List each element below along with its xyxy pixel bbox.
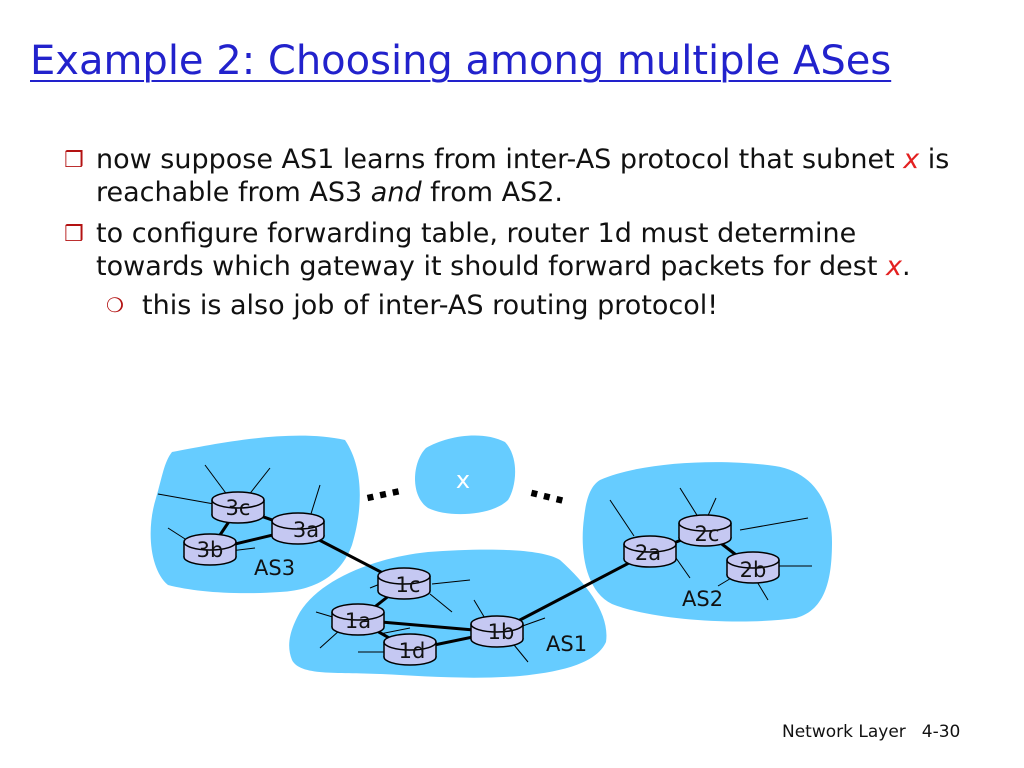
subnet-x-label: x (456, 466, 470, 494)
subnet-x-var: x (903, 144, 920, 175)
router-1b: 1b (470, 615, 524, 648)
router-label-2b: 2b (740, 558, 767, 582)
ellipsis-left: ... (358, 463, 404, 510)
router-1a: 1a (331, 603, 385, 636)
router-label-3a: 3a (293, 518, 319, 542)
subnet-x-cloud (415, 435, 516, 515)
router-label-1c: 1c (396, 573, 421, 597)
router-1d: 1d (383, 633, 437, 666)
router-2a: 2a (623, 535, 677, 568)
router-label-3c: 3c (226, 496, 251, 520)
bullet-list: ❒ now suppose AS1 learns from inter-AS p… (64, 143, 964, 330)
square-bullet-icon: ❒ (64, 222, 84, 247)
sub-bullet-item-1: ❍ this is also job of inter-AS routing p… (106, 290, 719, 321)
router-1c: 1c (377, 567, 431, 600)
slide-footer: Network Layer 4-30 (782, 722, 976, 742)
router-2c: 2c (678, 514, 732, 547)
ellipsis-right: ... (525, 465, 572, 513)
router-2b: 2b (726, 551, 780, 584)
router-label-2c: 2c (695, 522, 720, 546)
circle-bullet-icon: ❍ (106, 293, 124, 317)
footer-section: Network Layer (782, 722, 906, 742)
bullet-item-2: ❒ to configure forwarding table, router … (64, 218, 911, 282)
as1-label: AS1 (546, 632, 587, 656)
router-label-3b: 3b (197, 538, 224, 562)
router-3a: 3a (271, 512, 325, 545)
page-number: 4-30 (921, 722, 961, 742)
routers: 3c 3a 3b 1c (183, 491, 780, 666)
as1-cloud (289, 549, 607, 678)
subnet-x-var: x (886, 251, 902, 282)
router-3b: 3b (183, 533, 237, 566)
router-label-1d: 1d (399, 639, 426, 663)
bullet-item-1: ❒ now suppose AS1 learns from inter-AS p… (64, 144, 950, 208)
as2-label: AS2 (682, 587, 723, 611)
square-bullet-icon: ❒ (64, 148, 84, 173)
as3-label: AS3 (254, 556, 295, 580)
router-label-1b: 1b (488, 620, 515, 644)
slide-title: Example 2: Choosing among multiple ASes (30, 38, 892, 84)
router-3c: 3c (211, 491, 265, 524)
router-label-1a: 1a (345, 609, 371, 633)
router-label-2a: 2a (635, 541, 661, 565)
